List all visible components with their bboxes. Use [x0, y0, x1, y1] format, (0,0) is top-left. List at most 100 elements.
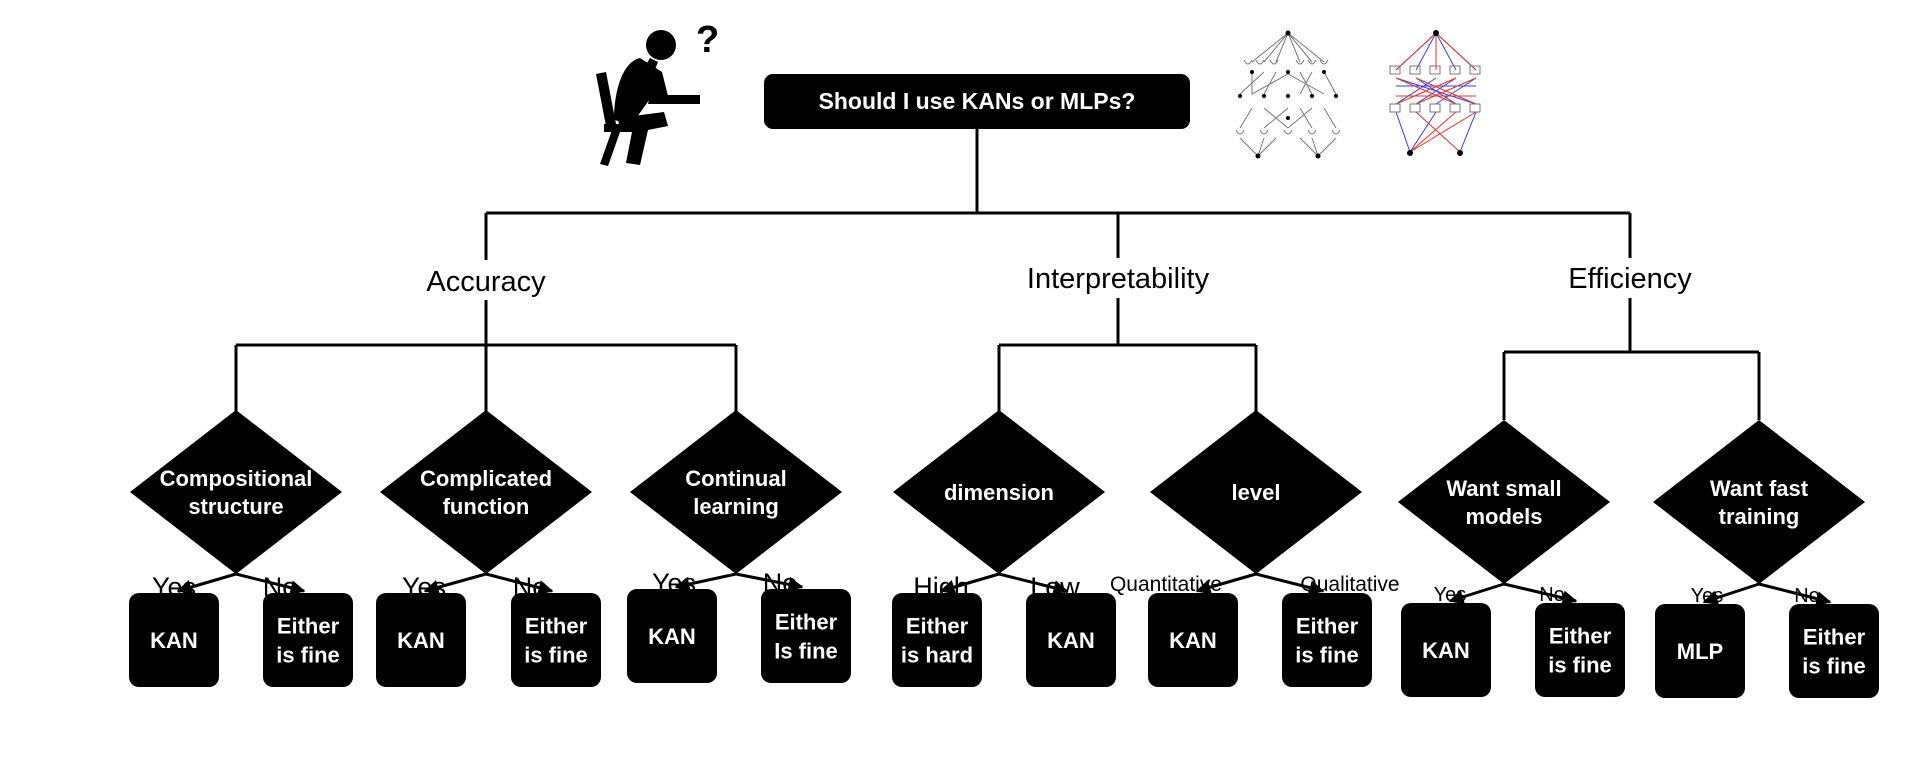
right-leaf-label: Either [1296, 614, 1359, 639]
no-arrow [235, 572, 306, 596]
no-arrow [1255, 572, 1325, 595]
left-leaf-label: KAN [648, 624, 696, 649]
mlp-network-nodes [1407, 30, 1463, 156]
right-leaf-box [1026, 593, 1116, 687]
right-leaf-box [1535, 603, 1625, 697]
no-arrow [1503, 582, 1578, 606]
yes-arrow [1195, 572, 1257, 595]
no-arrow [735, 572, 804, 592]
interpretability-connector [997, 298, 1258, 411]
decision-label: structure [188, 494, 283, 519]
right-leaf: Either is fine [1789, 604, 1879, 698]
left-leaf-label: Either [906, 614, 969, 639]
no-arrow [485, 572, 554, 595]
yes-arrow [674, 572, 737, 592]
efficiency-connector [1502, 298, 1761, 420]
decision-diamond [630, 410, 842, 574]
category-accuracy: Accuracy [426, 266, 546, 298]
left-leaf-label: KAN [150, 628, 198, 653]
right-leaf-box [761, 589, 851, 683]
right-leaf-label: Either [525, 614, 588, 639]
question-mark-icon: ? [696, 19, 719, 61]
category-interpretability: Interpretability [1027, 263, 1210, 295]
right-leaf-box [1789, 604, 1879, 698]
left-leaf-box [627, 589, 717, 683]
left-leaf-label: MLP [1677, 639, 1723, 664]
decision-label: learning [693, 494, 779, 519]
right-leaf-box [511, 593, 601, 687]
right-leaf-label: Either [1549, 624, 1612, 649]
right-leaf: Either is fine [1282, 593, 1372, 687]
decision-label: models [1465, 504, 1542, 529]
decision-label: training [1719, 504, 1800, 529]
accuracy-connector [234, 300, 738, 411]
right-leaf-box [1282, 593, 1372, 687]
decision-label: Want fast [1710, 476, 1809, 501]
right-leaf-label: Either [775, 610, 838, 635]
decision-diamond [1398, 420, 1610, 584]
decision-label: Want small [1446, 476, 1561, 501]
right-leaf-label: is fine [524, 643, 588, 668]
left-leaf: KAN [129, 593, 219, 687]
right-leaf: Either is fine [511, 593, 601, 687]
left-leaf: KAN [1401, 603, 1491, 697]
kan-network-nodes [1238, 30, 1338, 159]
left-edge-label: Yes [1691, 585, 1724, 607]
right-leaf: Either is fine [263, 593, 353, 687]
decision-label: Compositional [160, 466, 313, 491]
left-leaf-box [892, 593, 982, 687]
left-leaf: KAN [627, 589, 717, 683]
decision-label: Complicated [420, 466, 552, 491]
left-leaf: Either is hard [892, 593, 982, 687]
right-leaf: Either is fine [1535, 603, 1625, 697]
right-leaf-label: is fine [1548, 653, 1612, 678]
left-leaf-box [1401, 603, 1491, 697]
no-arrow [1758, 582, 1832, 606]
decision-diamond [1653, 420, 1865, 584]
left-leaf-box [1148, 593, 1238, 687]
decision-diamond [1150, 410, 1362, 574]
right-leaf-label: is fine [276, 643, 340, 668]
left-leaf: KAN [1148, 593, 1238, 687]
right-leaf-label: Either [277, 614, 340, 639]
right-leaf-label: is fine [1295, 643, 1359, 668]
kan-network-icon [1235, 32, 1341, 157]
right-edge-label: Qualitative [1300, 573, 1399, 596]
no-arrow [998, 572, 1069, 596]
left-leaf: KAN [376, 593, 466, 687]
yes-arrow [176, 572, 237, 595]
root-question-label: Should I use KANs or MLPs? [819, 88, 1136, 114]
left-leaf-label: KAN [1169, 628, 1217, 653]
root-connector [484, 129, 1632, 260]
decision-diamond [893, 410, 1105, 574]
decision-label: function [443, 494, 530, 519]
yes-arrow [423, 572, 487, 595]
left-leaf-label: KAN [397, 628, 445, 653]
right-edge-label: No [1539, 584, 1565, 606]
right-leaf-box [263, 593, 353, 687]
right-leaf-label: is fine [1802, 654, 1866, 679]
right-leaf-label: Either [1803, 625, 1866, 650]
yes-arrow [939, 572, 1000, 595]
root-question-box [764, 74, 1190, 129]
mlp-network-icon [1389, 32, 1481, 153]
category-efficiency: Efficiency [1568, 263, 1692, 295]
left-edge-label: Yes [1434, 584, 1467, 606]
right-edge-label: No [1794, 585, 1820, 607]
decision-label: level [1232, 480, 1281, 505]
left-leaf-label: is hard [901, 643, 973, 668]
left-leaf: MLP [1655, 604, 1745, 698]
thinking-person-icon [596, 30, 700, 166]
left-leaf-label: KAN [1422, 638, 1470, 663]
right-leaf-label: KAN [1047, 628, 1095, 653]
decision-label: dimension [944, 480, 1054, 505]
left-leaf-box [376, 593, 466, 687]
